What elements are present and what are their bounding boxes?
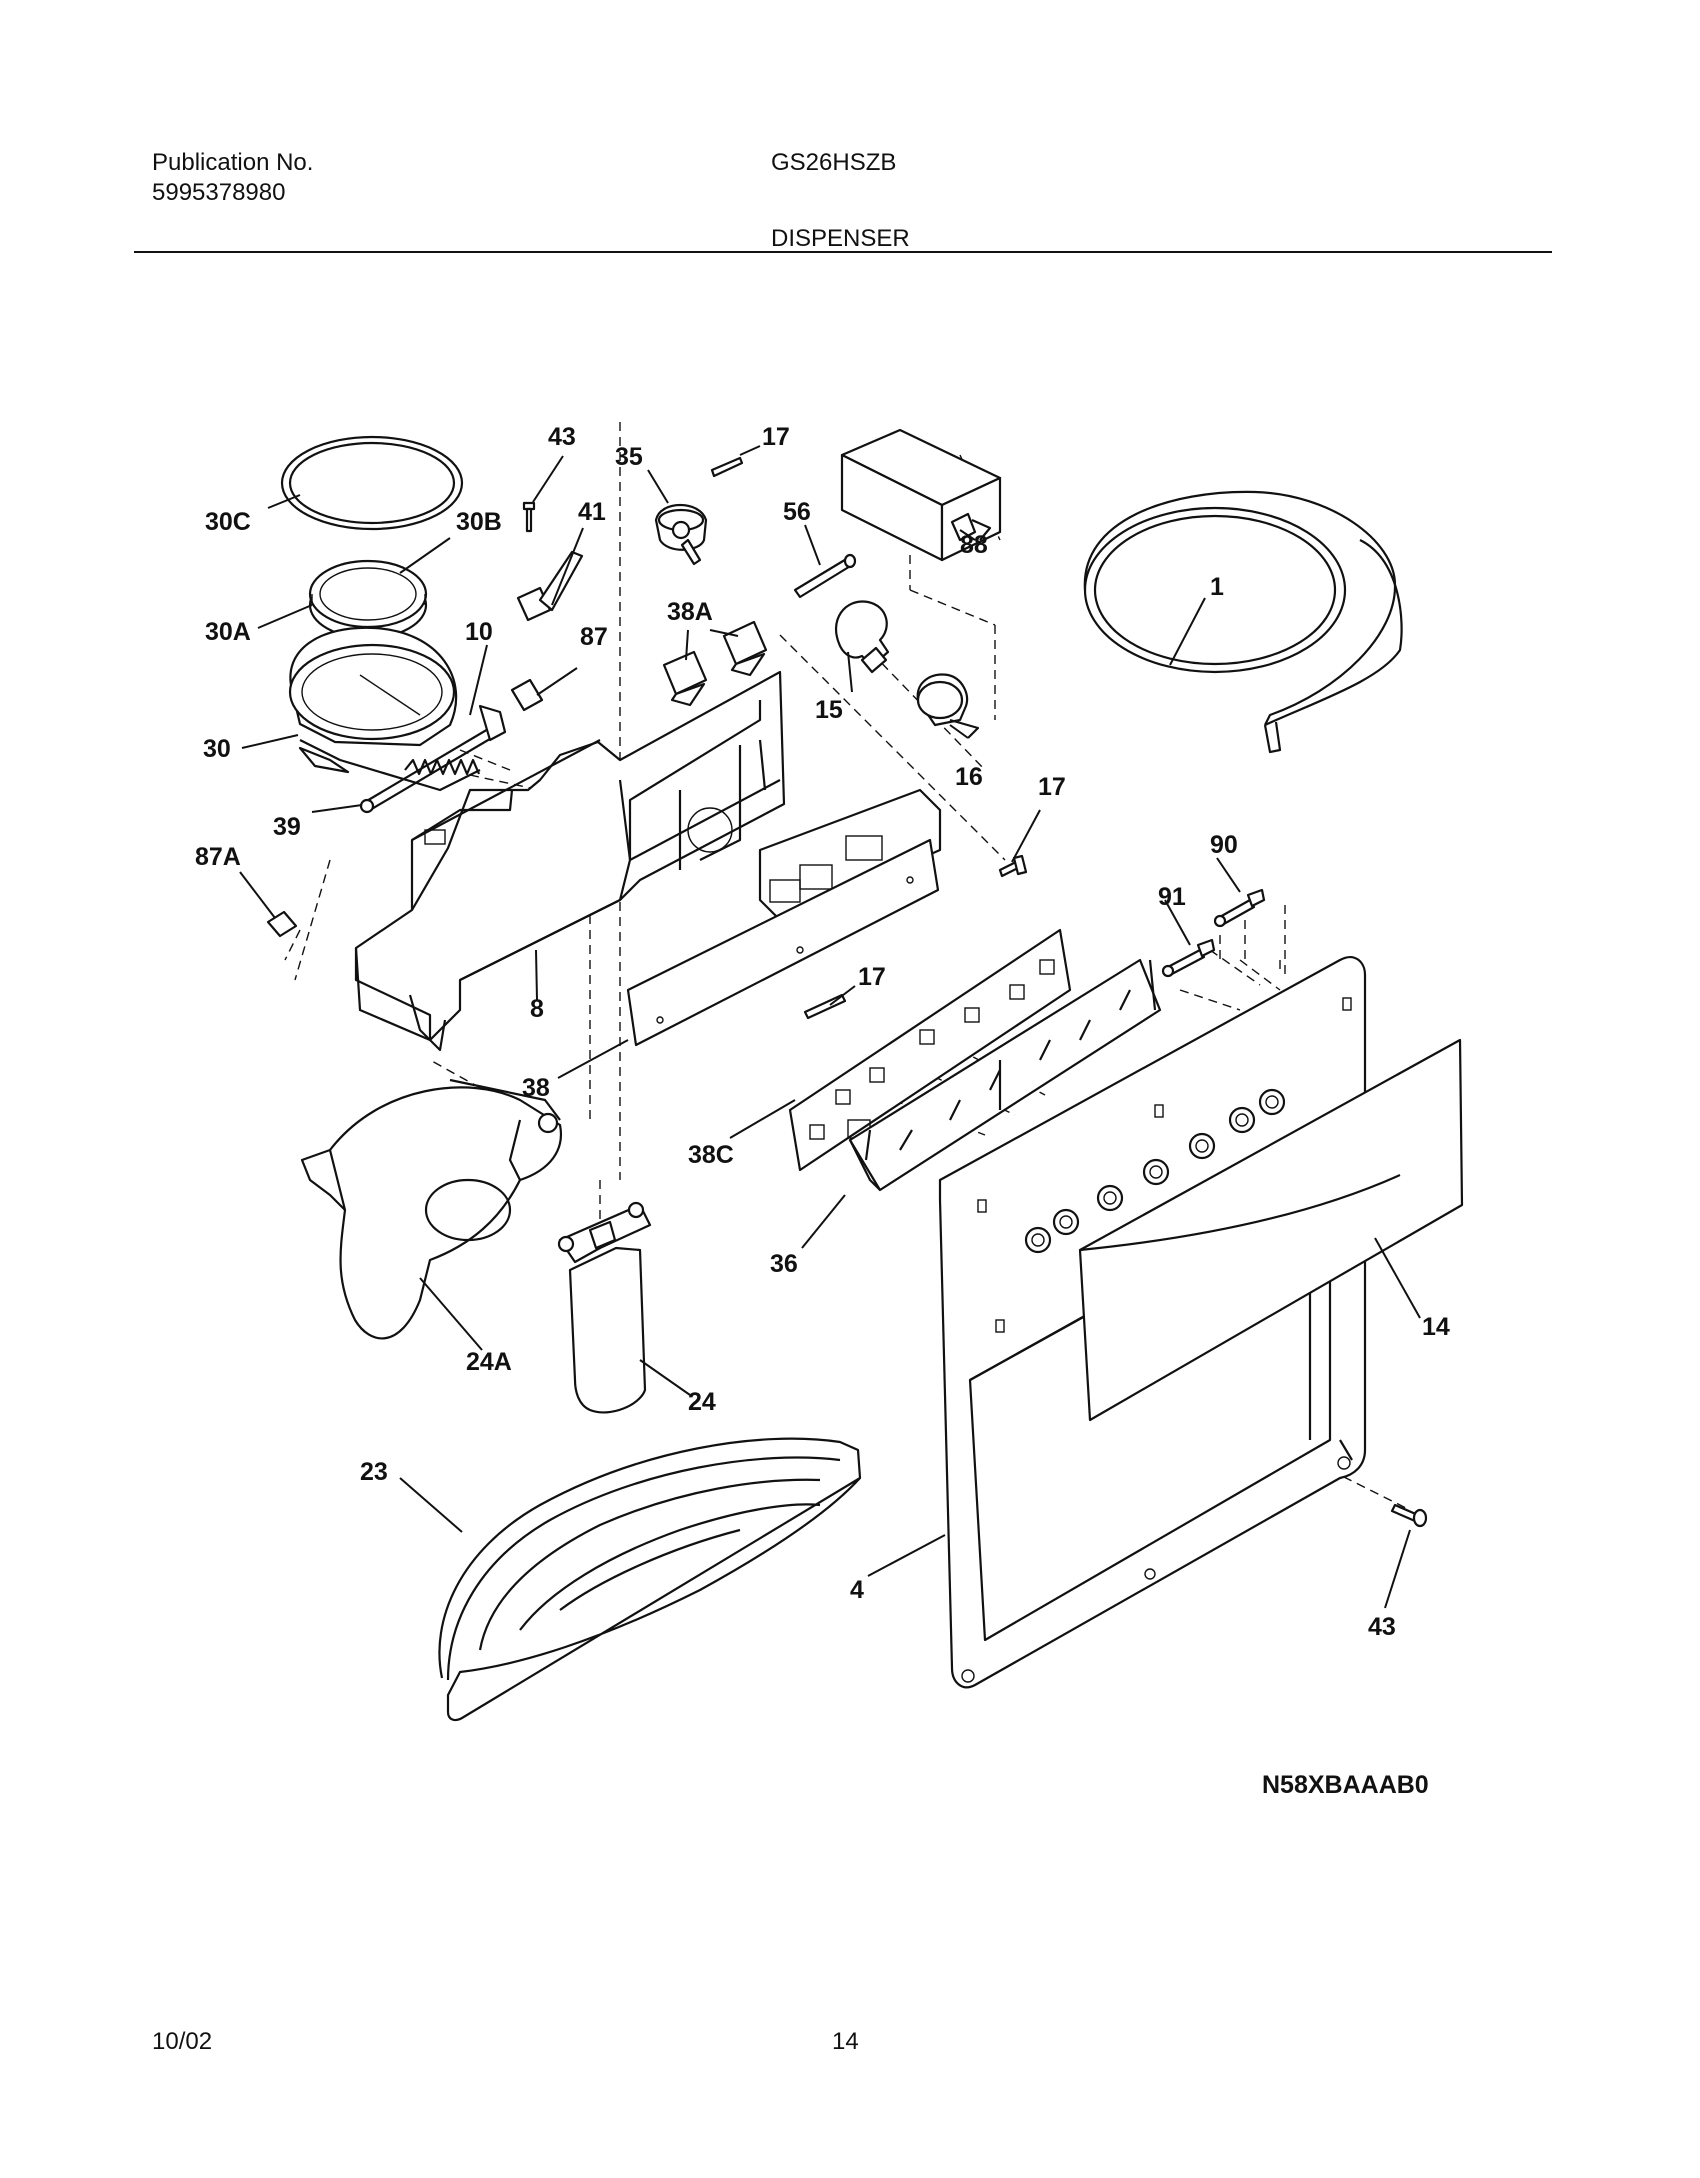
section-title: DISPENSER bbox=[771, 225, 910, 252]
callout-24a: 24A bbox=[466, 1348, 512, 1376]
callout-88: 88 bbox=[960, 531, 988, 559]
callout-87a: 87A bbox=[195, 843, 241, 871]
callout-14: 14 bbox=[1422, 1313, 1450, 1341]
part-38a-switch-left bbox=[662, 650, 708, 707]
callout-38a: 38A bbox=[667, 598, 713, 626]
callout-87: 87 bbox=[580, 623, 608, 651]
footer-date: 10/02 bbox=[152, 2028, 213, 2055]
part-30a-cover bbox=[308, 559, 428, 640]
part-38-circuit-board bbox=[626, 838, 940, 1047]
callout-38: 38 bbox=[522, 1074, 550, 1102]
leader-lines bbox=[239, 445, 1421, 1609]
header-rule bbox=[134, 251, 1552, 253]
part-30c-gasket-ring bbox=[280, 435, 464, 531]
part-24-flapper bbox=[557, 1201, 652, 1414]
part-43-screw-top bbox=[522, 501, 536, 533]
part-15-light-bulb bbox=[834, 600, 890, 674]
part-8-dispenser-housing bbox=[354, 670, 786, 1052]
part-90-pin bbox=[1213, 888, 1266, 928]
callout-10: 10 bbox=[465, 618, 493, 646]
part-35-actuator bbox=[654, 503, 708, 566]
callout-30a: 30A bbox=[205, 618, 251, 646]
callout-41: 41 bbox=[578, 498, 606, 526]
callout-30b: 30B bbox=[456, 508, 502, 536]
publication-number: 5995378980 bbox=[152, 179, 286, 206]
page-number: 14 bbox=[832, 2028, 859, 2055]
part-17-screw-middle bbox=[998, 854, 1028, 878]
model-number: GS26HSZB bbox=[771, 149, 897, 176]
callout-17-lower: 17 bbox=[858, 963, 886, 991]
callout-labels: 43 35 17 56 88 1 30C 30B 41 38A 30A 10 8… bbox=[195, 423, 1450, 1799]
publication-label: Publication No. bbox=[152, 149, 314, 176]
part-41-bracket bbox=[516, 550, 584, 622]
callout-30: 30 bbox=[203, 735, 231, 763]
callout-17-top: 17 bbox=[762, 423, 790, 451]
callout-23: 23 bbox=[360, 1458, 388, 1486]
part-56-long-screw bbox=[793, 553, 857, 599]
part-91-pin bbox=[1161, 938, 1216, 978]
callout-43-lower: 43 bbox=[1368, 1613, 1396, 1641]
callout-56: 56 bbox=[783, 498, 811, 526]
callout-39: 39 bbox=[273, 813, 301, 841]
frame-button-holes bbox=[977, 997, 1352, 1333]
callout-17-right: 17 bbox=[1038, 773, 1066, 801]
callout-43-top: 43 bbox=[548, 423, 576, 451]
part-23-drip-tray bbox=[438, 1437, 862, 1722]
part-38c-switch-board bbox=[788, 928, 1072, 1172]
callout-1: 1 bbox=[1210, 573, 1224, 601]
callout-4: 4 bbox=[850, 1576, 864, 1604]
part-43-screw-lower bbox=[1390, 1503, 1428, 1528]
part-16-lamp-socket bbox=[916, 673, 980, 739]
part-30-ring-housing bbox=[288, 626, 507, 814]
callout-91: 91 bbox=[1158, 883, 1186, 911]
part-24a-ice-chute bbox=[300, 1078, 563, 1340]
callout-24: 24 bbox=[688, 1388, 716, 1416]
part-control-board bbox=[758, 788, 942, 922]
callout-36: 36 bbox=[770, 1250, 798, 1278]
callout-90: 90 bbox=[1210, 831, 1238, 859]
part-17-screw-top bbox=[710, 456, 744, 478]
callout-15: 15 bbox=[815, 696, 843, 724]
callout-8: 8 bbox=[530, 995, 544, 1023]
callout-30c: 30C bbox=[205, 508, 251, 536]
callout-16: 16 bbox=[955, 763, 983, 791]
part-14-overlay-panel bbox=[1078, 1038, 1464, 1422]
callout-38c: 38C bbox=[688, 1141, 734, 1169]
part-1-water-tubing bbox=[1083, 490, 1403, 754]
part-88-power-unit bbox=[840, 428, 1002, 562]
diagram-code: N58XBAAAB0 bbox=[1262, 1771, 1429, 1799]
part-38a-switch-right bbox=[722, 620, 768, 677]
part-87-clip bbox=[510, 678, 544, 712]
part-36-actuator-rail bbox=[848, 958, 1162, 1192]
callout-35: 35 bbox=[615, 443, 643, 471]
